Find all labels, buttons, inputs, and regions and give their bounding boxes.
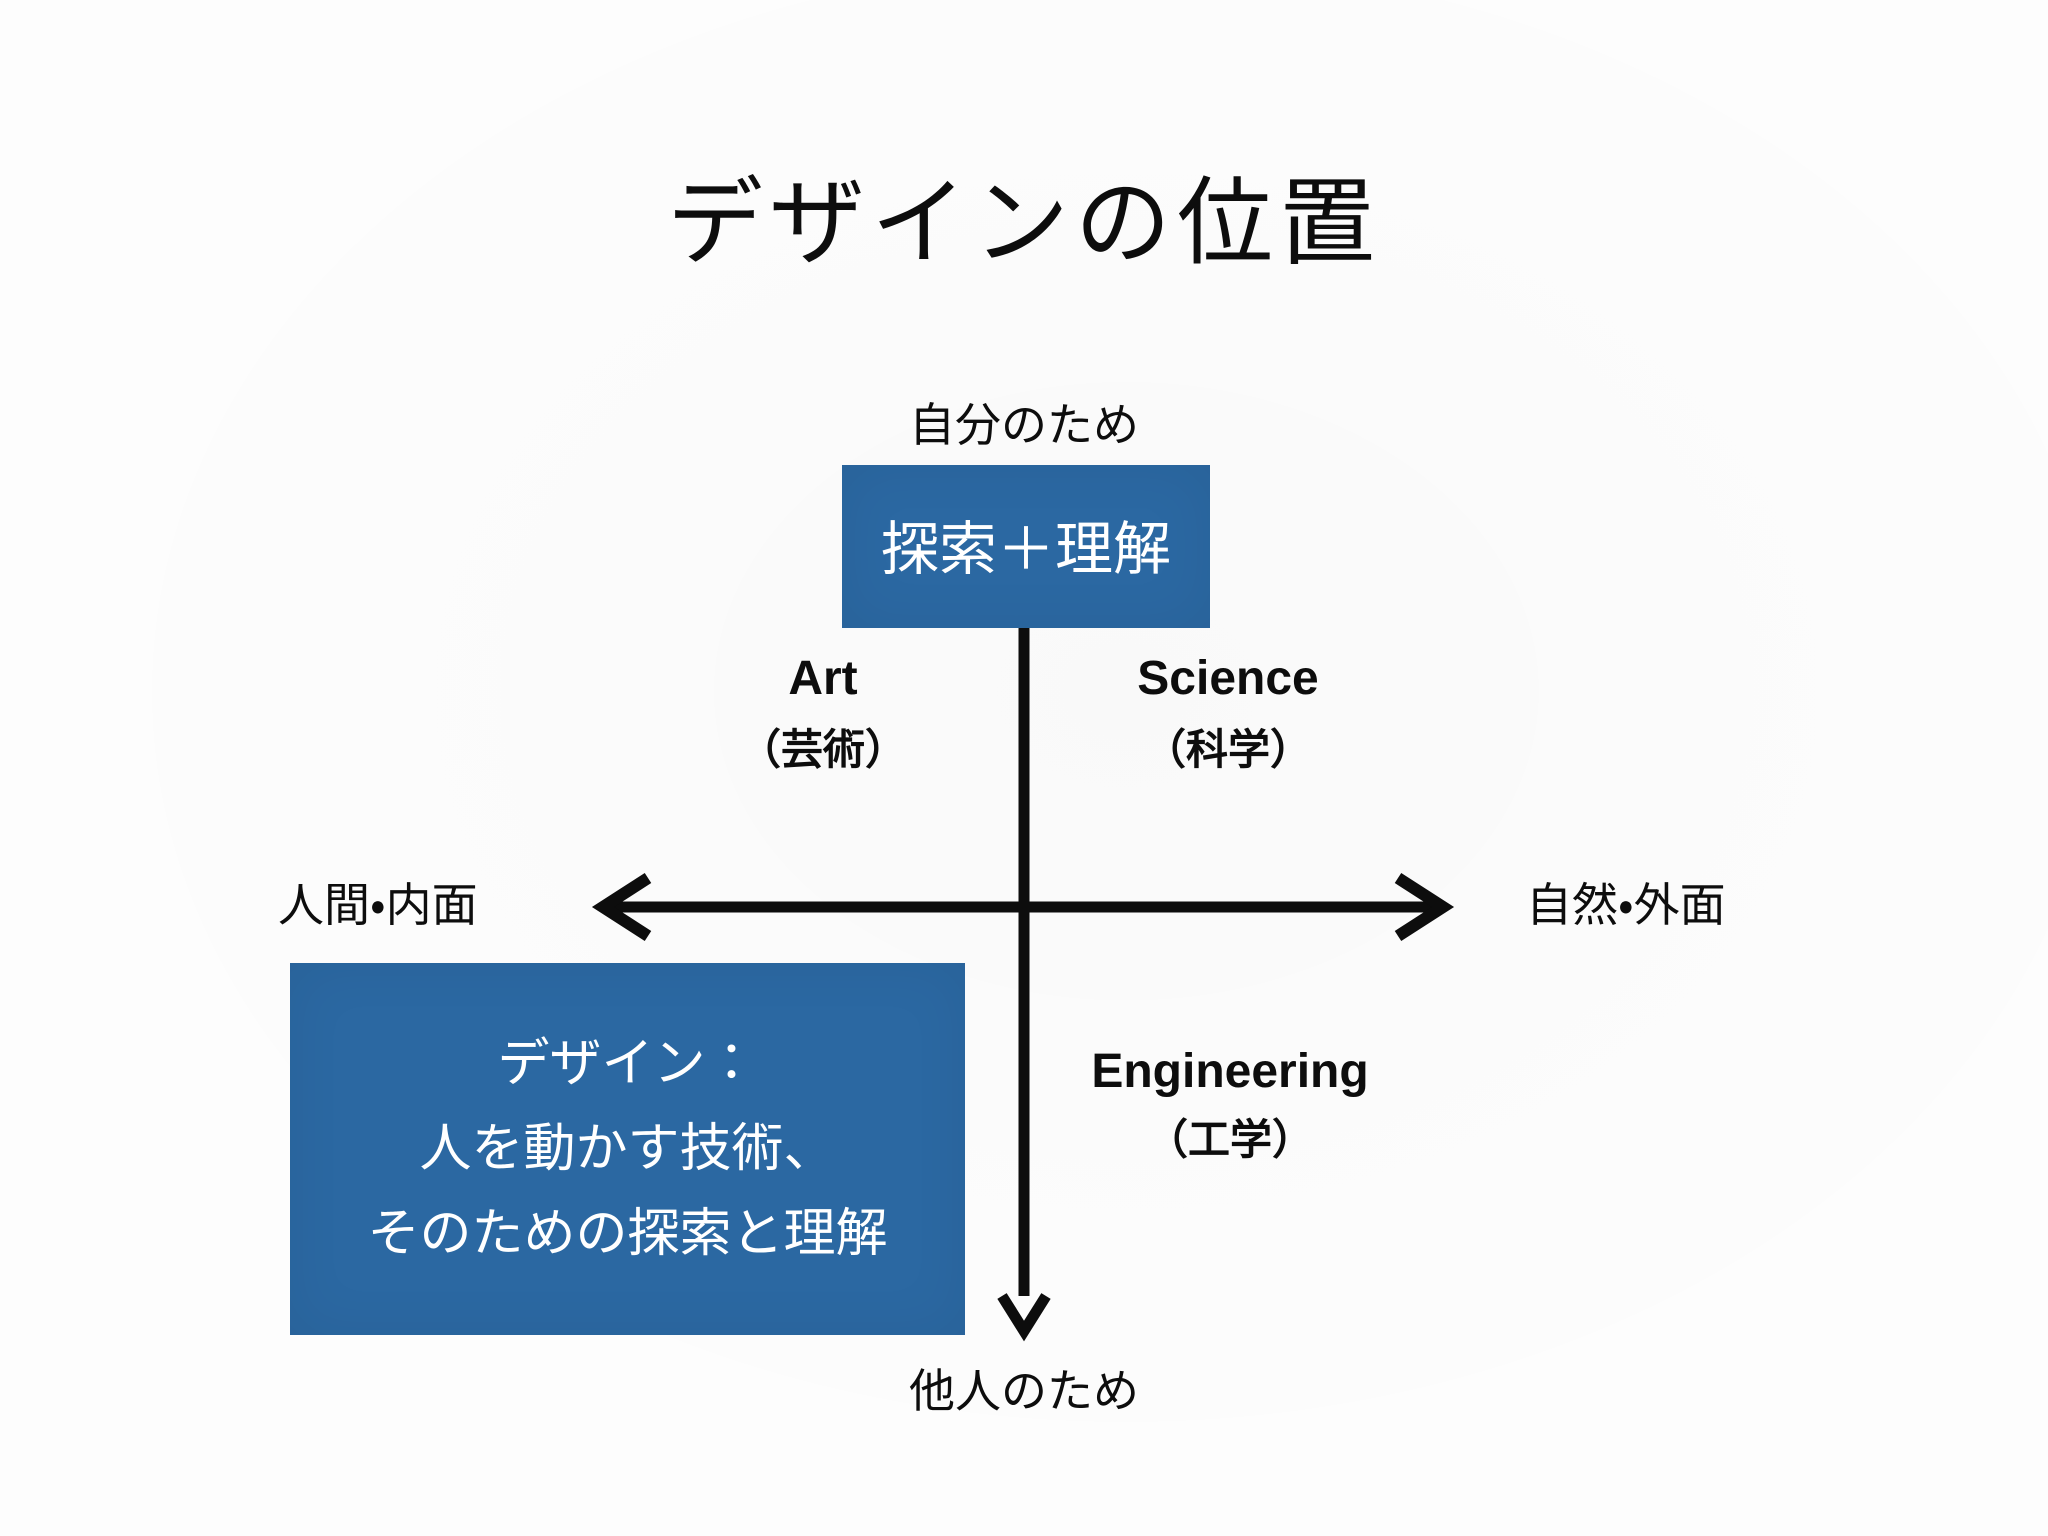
quadrant-engineering-label-en: Engineering	[1091, 1045, 1369, 1098]
axis-top-label: 自分のため	[909, 399, 1139, 451]
arrowhead-left-icon	[591, 872, 652, 942]
quadrant-science-label-ja: （科学）	[1143, 726, 1313, 773]
arrowhead-right-icon	[1394, 872, 1455, 942]
quadrant-art-label-ja: （芸術）	[738, 726, 908, 773]
design-box-line-3: そのための探索と理解	[367, 1204, 888, 1263]
axis-right-label: 自然・外面	[1526, 879, 1726, 931]
axis-left-label: 人間・内面	[278, 879, 478, 931]
design-box-line-2: 人を動かす技術、	[419, 1119, 836, 1178]
exploration-box-label: 探索＋理解	[880, 516, 1171, 582]
quadrant-art-label-en: Art	[788, 652, 858, 705]
axis-bottom-label: 他人のため	[909, 1365, 1139, 1417]
arrowhead-down-icon	[997, 1293, 1051, 1342]
exploration-box: 探索＋理解	[842, 465, 1210, 628]
quadrant-engineering-label-ja: （工学）	[1145, 1116, 1315, 1163]
design-box: デザイン： 人を動かす技術、 そのための探索と理解	[290, 963, 965, 1335]
design-box-line-1: デザイン：	[497, 1034, 758, 1093]
slide-title: デザインの位置	[667, 170, 1381, 277]
quadrant-science-label-en: Science	[1137, 652, 1319, 705]
